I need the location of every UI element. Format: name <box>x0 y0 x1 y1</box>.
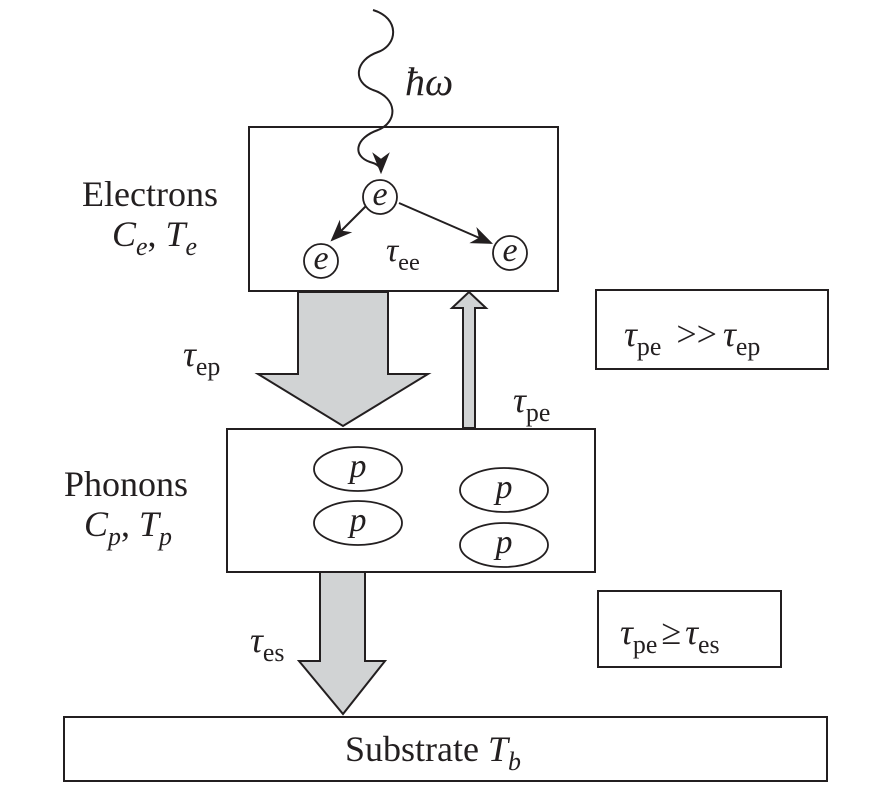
relation-2-lhs: τ <box>620 612 633 652</box>
electrons-properties: Ce, Te <box>112 214 198 262</box>
phonon-symbol-2: p <box>349 502 367 539</box>
relation-2-rhs-sub: es <box>698 630 720 660</box>
relation-2-rhs: τ <box>685 612 698 652</box>
tau-symbol: τ <box>250 620 263 660</box>
electron-particle-left <box>303 243 339 279</box>
scatter-arrow-left <box>330 205 367 242</box>
phonon-particle-3 <box>459 467 549 513</box>
phonons-heat-capacity-sub: p <box>108 522 121 552</box>
phonon-symbol-3: p <box>495 469 513 506</box>
electron-symbol-top: e <box>372 176 388 213</box>
phonons-temperature: T <box>138 504 159 544</box>
phonons-properties: Cp, Tp <box>84 504 172 552</box>
photon-wave-icon <box>357 9 395 175</box>
relation-1-rhs-sub: ep <box>735 332 761 362</box>
electron-particle-top <box>362 179 398 215</box>
phonons-temperature-sub: p <box>159 522 172 552</box>
phonons-title: Phonons <box>64 464 189 504</box>
relation-1-operator: >> <box>676 314 717 354</box>
phonons-heat-capacity: C <box>84 504 109 544</box>
phonon-symbol-1: p <box>349 448 367 485</box>
relation-2-operator: ≥ <box>661 612 682 652</box>
relation-1-lhs: τ <box>624 314 637 354</box>
relation-2-lhs-sub: pe <box>632 630 658 660</box>
tau-es-sub: es <box>262 638 285 668</box>
electron-symbol-right: e <box>502 232 518 269</box>
electrons-heat-capacity-sub: e <box>136 232 148 262</box>
phonon-particle-4 <box>459 522 549 568</box>
relation-1-rhs: τ <box>722 314 736 354</box>
electrons-temperature-sub: e <box>185 232 198 262</box>
substrate-temperature-sub: b <box>508 747 521 777</box>
relation-box-1 <box>595 289 829 370</box>
relation-box-2 <box>597 590 782 668</box>
tau-ee-sub: ee <box>398 248 420 276</box>
substrate-label: Substrate Tb <box>345 729 521 775</box>
tau-symbol: τ <box>183 334 196 374</box>
tau-symbol: τ <box>386 232 399 269</box>
electrons-temperature: T <box>165 214 186 254</box>
electrons-heat-capacity: C <box>112 214 137 254</box>
tau-ep-label: τep <box>183 334 220 380</box>
phonon-particle-2 <box>313 500 403 546</box>
electron-phonon-arrow <box>254 291 432 428</box>
tau-pe-sub: pe <box>525 398 551 428</box>
tau-symbol: τ <box>513 380 526 420</box>
phonon-particle-1 <box>313 446 403 492</box>
relation-1-lhs-sub: pe <box>636 332 662 362</box>
tau-ep-sub: ep <box>195 352 221 382</box>
relation-2-text: τpe≥τes <box>620 612 720 658</box>
photon-energy-label: ħω <box>405 59 454 104</box>
substrate-temperature: T <box>487 729 509 769</box>
phonon-electron-arrow <box>449 290 489 429</box>
tau-es-label: τes <box>250 620 284 666</box>
electron-particle-right <box>492 235 528 271</box>
phonon-symbol-4: p <box>495 524 513 561</box>
phonon-substrate-arrow <box>296 571 388 716</box>
electrons-title: Electrons <box>82 174 218 214</box>
scatter-arrow-right <box>398 202 494 244</box>
substrate-name: Substrate <box>345 729 479 769</box>
electron-symbol-left: e <box>313 240 329 277</box>
tau-pe-label: τpe <box>513 380 550 426</box>
relation-1-text: τpe >>τep <box>624 314 760 360</box>
tau-ee-label: τee <box>386 232 420 275</box>
substrate-box <box>63 716 828 782</box>
